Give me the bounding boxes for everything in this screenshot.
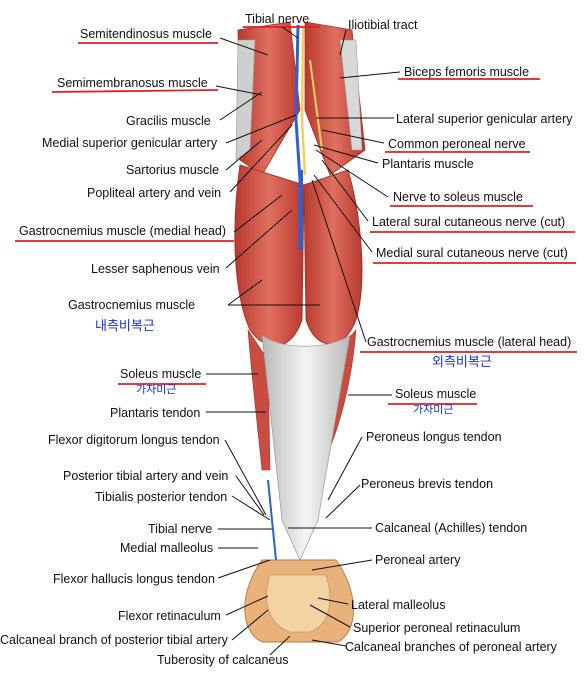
label-fdl-tendon: Flexor digitorum longus tendon <box>48 433 220 447</box>
label-semitendinosus: Semitendinosus muscle <box>80 27 213 41</box>
label-tibialis-posterior-tendon: Tibialis posterior tendon <box>95 490 228 504</box>
label-peroneus-longus-tendon: Peroneus longus tendon <box>366 430 502 444</box>
label-tibial-nerve: Tibial nerve <box>245 12 310 26</box>
korean-lateral-gastrocnemius: 외측비복근 <box>432 354 492 369</box>
thigh-muscles <box>235 21 366 176</box>
label-plantaris-muscle: Plantaris muscle <box>382 157 474 171</box>
label-nerve-to-soleus: Nerve to soleus muscle <box>393 190 523 204</box>
label-lateral-sural-cutaneous-nerve: Lateral sural cutaneous nerve (cut) <box>372 215 566 229</box>
label-tibial-nerve-lower: Tibial nerve <box>148 522 213 536</box>
label-gastrocnemius-medial-head: Gastrocnemius muscle (medial head) <box>19 224 227 238</box>
korean-soleus-left: 가자미근 <box>136 384 177 396</box>
achilles-tendon <box>261 334 351 561</box>
label-soleus-right: Soleus muscle <box>395 387 477 401</box>
label-superior-peroneal-retinaculum: Superior peroneal retinaculum <box>353 621 521 635</box>
label-calcaneal-branch-posterior-tibial: Calcaneal branch of posterior tibial art… <box>0 633 228 647</box>
label-plantaris-tendon: Plantaris tendon <box>110 406 201 420</box>
label-gastrocnemius-lateral-head: Gastrocnemius muscle (lateral head) <box>367 335 572 349</box>
label-fhl-tendon: Flexor hallucis longus tendon <box>53 572 215 586</box>
korean-soleus-right: 가자미근 <box>413 404 454 416</box>
label-lateral-superior-genicular-artery: Lateral superior genicular artery <box>396 112 573 126</box>
vessels <box>267 24 323 561</box>
label-calcaneal-branches-peroneal: Calcaneal branches of peroneal artery <box>345 640 557 654</box>
label-gastrocnemius: Gastrocnemius muscle <box>68 298 196 312</box>
soleus-medial <box>247 328 271 471</box>
korean-medial-gastrocnemius: 내측비복근 <box>95 318 155 333</box>
label-gracilis: Gracilis muscle <box>126 114 211 128</box>
label-posterior-tibial-artery-vein: Posterior tibial artery and vein <box>63 469 229 483</box>
label-peroneus-brevis-tendon: Peroneus brevis tendon <box>361 477 494 491</box>
label-medial-superior-genicular-artery: Medial superior genicular artery <box>42 136 218 150</box>
label-peroneal-artery: Peroneal artery <box>375 553 461 567</box>
label-semimembranosus: Semimembranosus muscle <box>57 76 208 90</box>
label-common-peroneal-nerve: Common peroneal nerve <box>388 137 526 151</box>
label-medial-sural-cutaneous-nerve: Medial sural cutaneous nerve (cut) <box>376 246 568 260</box>
label-tuberosity-calcaneus: Tuberosity of calcaneus <box>157 653 289 667</box>
label-flexor-retinaculum: Flexor retinaculum <box>118 609 221 623</box>
underlines <box>15 26 577 405</box>
label-biceps-femoris: Biceps femoris muscle <box>404 65 530 79</box>
label-lesser-saphenous-vein: Lesser saphenous vein <box>91 262 220 276</box>
label-soleus-left: Soleus muscle <box>120 367 202 381</box>
gastrocnemius <box>234 164 363 347</box>
heel <box>244 559 354 643</box>
label-sartorius: Sartorius muscle <box>126 163 220 177</box>
label-medial-malleolus: Medial malleolus <box>120 541 214 555</box>
leader-lines <box>206 26 401 656</box>
label-lateral-malleolus: Lateral malleolus <box>351 598 446 612</box>
label-iliotibial-tract: Iliotibial tract <box>348 18 418 32</box>
label-calcaneal-achilles-tendon: Calcaneal (Achilles) tendon <box>375 521 528 535</box>
label-popliteal-artery-vein: Popliteal artery and vein <box>87 186 222 200</box>
